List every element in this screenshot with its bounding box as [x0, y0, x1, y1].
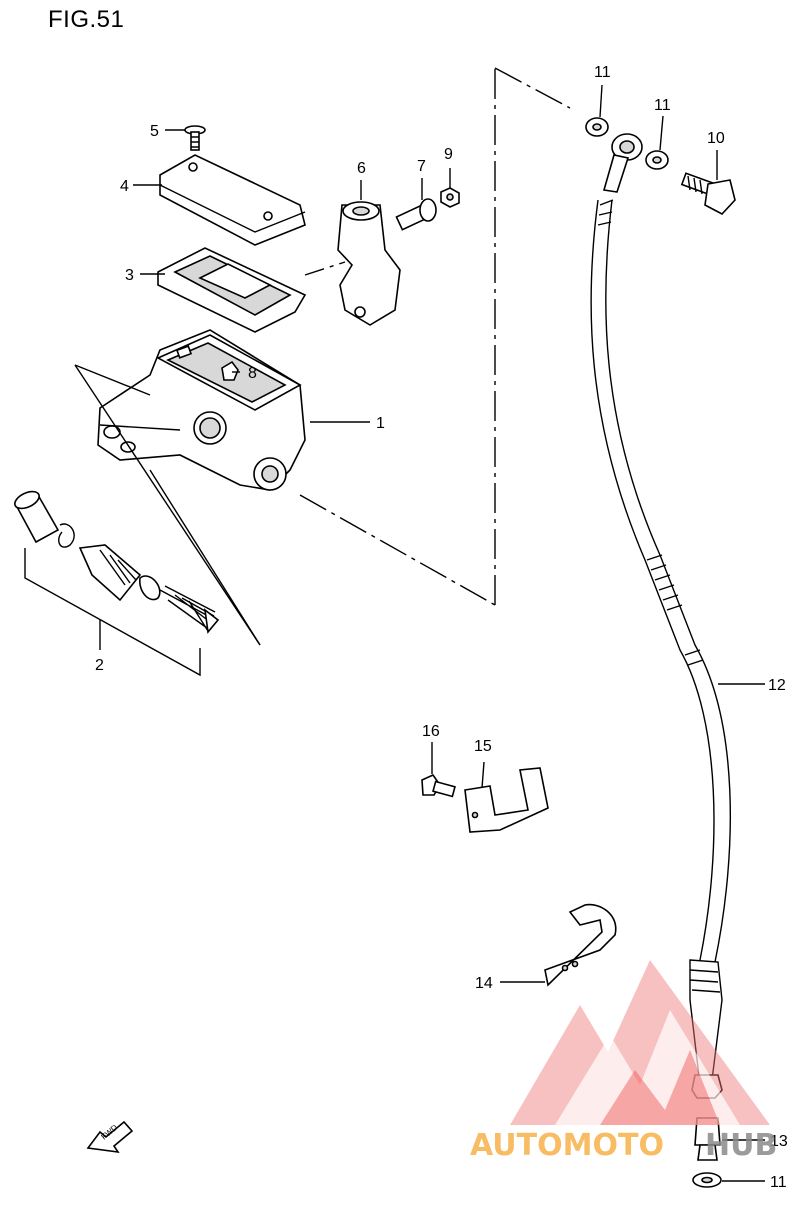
- callout-11-top-left: 11: [594, 64, 611, 81]
- dashed-connector-lines: [299, 67, 571, 606]
- guide-bolt: [421, 773, 456, 798]
- holder-bolt: [395, 198, 437, 231]
- callout-3: 3: [125, 267, 134, 284]
- banjo-bolt: [680, 172, 736, 215]
- washer-top-right: [645, 150, 669, 170]
- cap-8: [221, 360, 239, 381]
- hose-clamp: [544, 903, 617, 987]
- callout-4: 4: [120, 178, 129, 195]
- cap-screw: [184, 125, 206, 151]
- callout-8: 8: [248, 365, 257, 382]
- callout-labels: 1 2 3 4 5 6 7 8 9 10 11 11 11 12 13 14 1…: [95, 64, 788, 1191]
- figure-title: FIG.51: [48, 6, 125, 33]
- callout-6: 6: [357, 160, 366, 177]
- watermark-text-right: HUB: [705, 1128, 777, 1163]
- callout-13: 13: [770, 1133, 788, 1150]
- callout-14: 14: [475, 975, 493, 992]
- forward-arrow-icon: FWD: [86, 1120, 134, 1154]
- callout-11-top-right: 11: [654, 97, 671, 114]
- master-cylinder-body: [97, 329, 306, 491]
- callout-9: 9: [444, 146, 453, 163]
- nut-9: [440, 187, 460, 208]
- hose-guide: [464, 767, 549, 833]
- callout-5: 5: [150, 123, 159, 140]
- callout-12: 12: [768, 677, 786, 694]
- washer-bottom: [692, 1172, 722, 1188]
- holder: [337, 201, 401, 326]
- piston-group-bracket: [24, 364, 261, 677]
- washer-top-left: [585, 117, 609, 137]
- piston-set: [14, 490, 220, 634]
- diaphragm: [157, 247, 307, 333]
- callout-11-bottom: 11: [770, 1174, 787, 1191]
- callout-2: 2: [95, 657, 104, 674]
- reservoir-cap: [159, 154, 306, 246]
- watermark-text-left: AUTOMOTO: [470, 1128, 664, 1163]
- callout-1: 1: [376, 415, 385, 432]
- callout-15: 15: [474, 738, 492, 755]
- leader-lines: [99, 84, 765, 1182]
- watermark-logo: AUTOMOTO HUB: [470, 960, 777, 1163]
- brake-hose: [590, 133, 732, 1099]
- callout-7: 7: [417, 158, 426, 175]
- callout-10: 10: [707, 130, 725, 147]
- callout-16: 16: [422, 723, 440, 740]
